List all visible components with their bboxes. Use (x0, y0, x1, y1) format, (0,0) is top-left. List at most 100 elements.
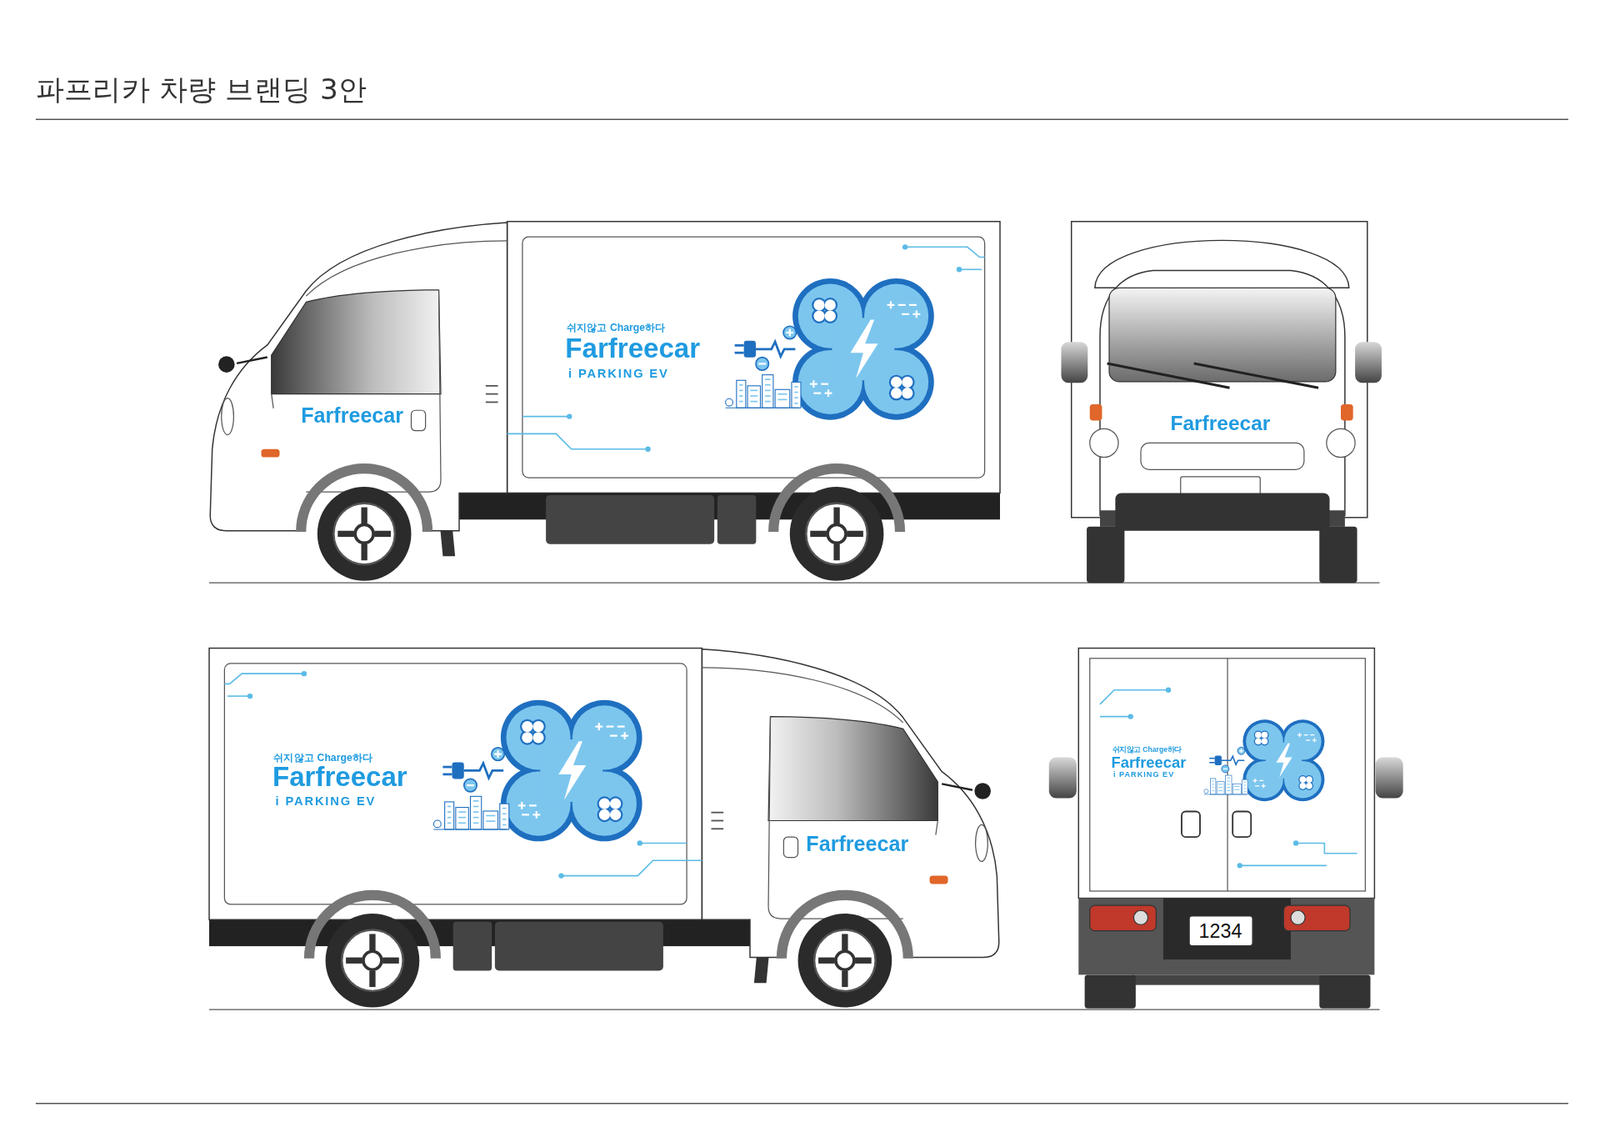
circuit-line (522, 415, 570, 418)
city-building (762, 375, 774, 409)
plus-sign (496, 750, 499, 758)
city-window (765, 378, 771, 380)
charge-sign (820, 383, 829, 385)
city-building (1242, 779, 1248, 795)
door-brand-name: Farfreecar (805, 833, 909, 855)
charge-sign (1259, 780, 1264, 781)
circuit-dot (637, 840, 643, 845)
footer-rule (35, 1102, 1569, 1104)
city-window (473, 805, 480, 808)
plug-prong (735, 344, 745, 347)
rim (333, 503, 395, 565)
mini-clover (890, 387, 902, 399)
door-handle (1232, 810, 1251, 837)
rim-spoke (833, 544, 840, 561)
door-handle (1181, 810, 1200, 837)
headlight (1090, 428, 1119, 457)
charge-sign (898, 304, 906, 306)
battery-box (717, 495, 757, 545)
mini-clover (1260, 730, 1269, 740)
city-window (794, 385, 798, 388)
city-building (1210, 778, 1216, 795)
mini-clover (825, 299, 836, 310)
circuit-line (640, 842, 687, 845)
mini-clover (1254, 736, 1263, 745)
charge-sign (520, 801, 523, 810)
circuit-line (560, 860, 702, 875)
rim-spoke (382, 957, 400, 964)
plus-badge (491, 747, 505, 760)
rim-spoke (345, 957, 363, 964)
city-window (502, 818, 506, 820)
ground-line (209, 1008, 1380, 1010)
door-brand-name: Farfreecar (300, 405, 404, 426)
city-window (447, 821, 451, 824)
circuit-dot (1237, 862, 1243, 868)
sheet-title: 파프리카 차량 브랜딩 3안 (35, 75, 367, 105)
city-window (447, 810, 451, 813)
plate-recess (1163, 898, 1291, 960)
plug-prong (442, 765, 452, 769)
vent (710, 827, 724, 830)
circuit-line (905, 246, 985, 257)
mini-clover (530, 730, 546, 745)
city-building (1216, 781, 1225, 795)
mini-clover (520, 730, 535, 745)
charge-sign (1254, 778, 1255, 783)
city-window (750, 390, 758, 392)
plug-prong (735, 351, 745, 355)
mini-clover (521, 720, 533, 732)
charge-sign (813, 392, 821, 395)
mini-clover (901, 376, 913, 388)
city-window (458, 816, 466, 819)
mini-clover (825, 310, 836, 321)
mini-clover (520, 719, 535, 735)
mirror (1049, 757, 1077, 799)
tagline: 쉬지않고 Charge하다 (273, 753, 373, 764)
city-window (739, 395, 743, 397)
mini-clover (811, 308, 827, 324)
city-window (1226, 786, 1230, 788)
mirror (1060, 341, 1088, 383)
city-window (739, 384, 743, 386)
city-building (1232, 783, 1241, 795)
cargo-box (209, 648, 702, 920)
circuit-dot (1293, 840, 1299, 845)
circuit-line (224, 673, 305, 684)
brand-logo (433, 700, 642, 842)
mini-clover (532, 720, 544, 732)
charge-sign (606, 725, 615, 727)
brand-name: Farfreecar (565, 335, 700, 363)
hub (363, 950, 382, 970)
city-window (739, 390, 743, 392)
brand-name: Farfreecar (272, 763, 408, 791)
circuit-dot (1165, 687, 1171, 693)
door-seam (1226, 658, 1228, 891)
mini-clover (813, 310, 825, 321)
city-window (473, 821, 480, 824)
door-line (271, 290, 441, 492)
city-window (1218, 783, 1223, 785)
mini-clover (1305, 775, 1314, 784)
charge-sign (521, 813, 530, 815)
circuit-dot (301, 670, 307, 676)
city-tree (725, 398, 734, 406)
city-window (1244, 790, 1247, 792)
cable (755, 341, 795, 357)
mini-clover (599, 798, 610, 810)
mirror (1375, 757, 1404, 799)
brand-logo (1204, 719, 1325, 801)
bumper (1115, 492, 1330, 530)
charge-sign (909, 304, 917, 306)
mini-clover (1298, 781, 1307, 790)
minus-sign (466, 784, 475, 786)
brand-name: Farfreecar (1110, 754, 1186, 770)
city-building (736, 380, 746, 408)
city-window (765, 390, 771, 392)
minus-badge (1221, 765, 1230, 773)
mirror (218, 355, 235, 373)
charge-sign (1263, 783, 1265, 788)
circuit-line (1100, 715, 1131, 718)
hub (835, 950, 855, 970)
